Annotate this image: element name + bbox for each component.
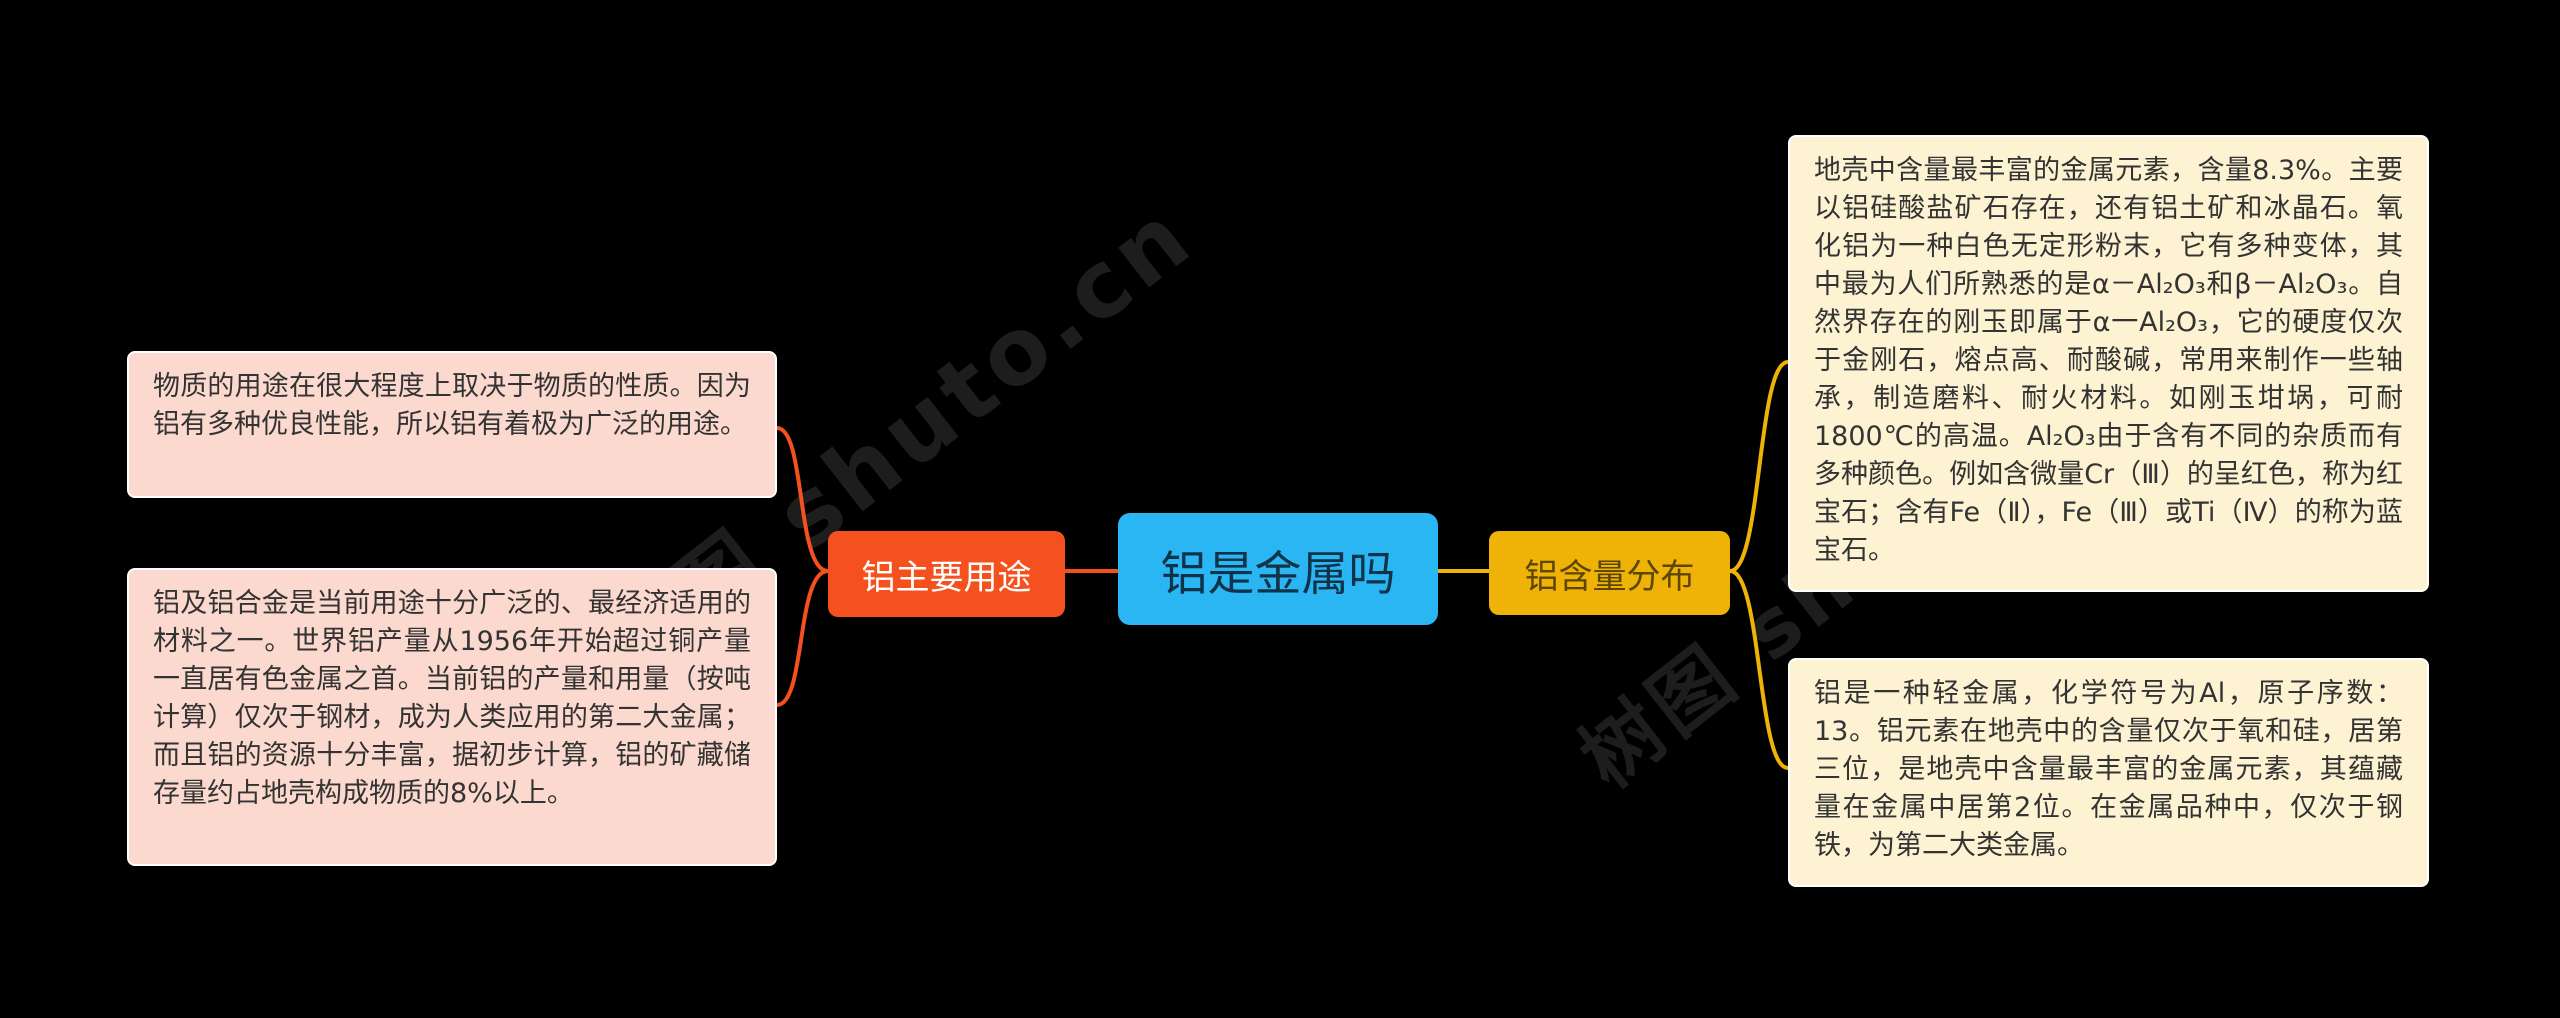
connector-right-branch-to-top-note bbox=[1728, 360, 1790, 573]
connector-left-branch-to-bottom-note bbox=[775, 569, 830, 707]
connector-left-branch-to-top-note bbox=[775, 426, 830, 573]
branch-node-content-distribution[interactable]: 铝含量分布 bbox=[1489, 531, 1730, 615]
connector-right-branch-to-bottom-note bbox=[1728, 569, 1790, 770]
note-aluminum-alloy-usage[interactable]: 铝及铝合金是当前用途十分广泛的、最经济适用的材料之一。世界铝产量从1956年开始… bbox=[127, 568, 777, 866]
note-aluminum-properties[interactable]: 物质的用途在很大程度上取决于物质的性质。因为铝有多种优良性能，所以铝有着极为广泛… bbox=[127, 351, 777, 498]
note-crust-content-oxide[interactable]: 地壳中含量最丰富的金属元素，含量8.3%。主要以铝硅酸盐矿石存在，还有铝土矿和冰… bbox=[1788, 135, 2429, 592]
note-text: 铝及铝合金是当前用途十分广泛的、最经济适用的材料之一。世界铝产量从1956年开始… bbox=[153, 588, 751, 809]
note-text: 地壳中含量最丰富的金属元素，含量8.3%。主要以铝硅酸盐矿石存在，还有铝土矿和冰… bbox=[1814, 155, 2403, 566]
note-light-metal-rank[interactable]: 铝是一种轻金属，化学符号为Al，原子序数：13。铝元素在地壳中的含量仅次于氧和硅… bbox=[1788, 658, 2429, 887]
note-text: 物质的用途在很大程度上取决于物质的性质。因为铝有多种优良性能，所以铝有着极为广泛… bbox=[153, 371, 751, 440]
root-node-is-aluminum-metal[interactable]: 铝是金属吗 bbox=[1118, 513, 1438, 625]
branch-node-main-uses[interactable]: 铝主要用途 bbox=[828, 531, 1065, 617]
note-text: 铝是一种轻金属，化学符号为Al，原子序数：13。铝元素在地壳中的含量仅次于氧和硅… bbox=[1814, 678, 2403, 861]
